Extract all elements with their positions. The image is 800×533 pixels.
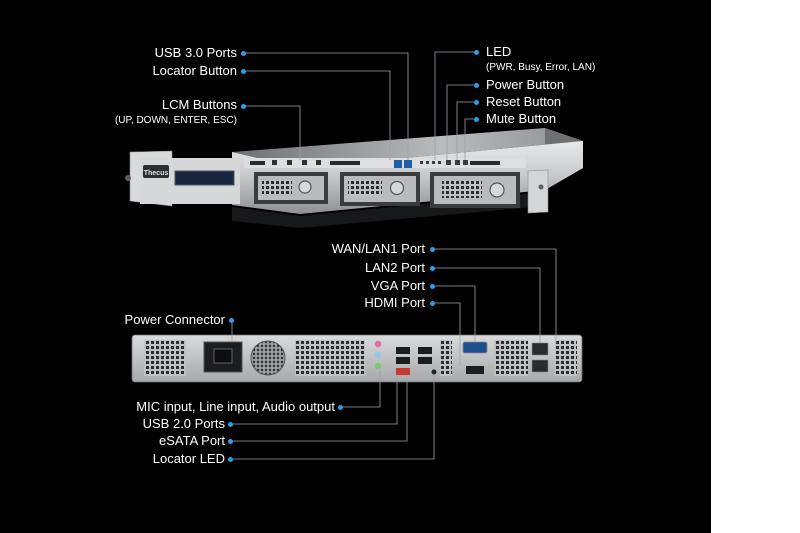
vga-port [462,341,488,354]
label-wan-lan1-port: WAN/LAN1 Port [331,241,425,256]
label-locator-led: Locator LED [152,451,225,466]
brand-logo [143,165,169,178]
callout-dot-usb20 [228,422,233,427]
leader-lines [230,51,557,460]
psu-fan [250,340,286,376]
locator-led [431,369,437,375]
label-reset-button: Reset Button [486,94,562,109]
front-panel: Thecus [125,128,583,228]
rack-ear-screw-left [125,175,131,181]
callout-dot-locator-led [228,457,233,462]
label-locator-button: Locator Button [152,63,237,78]
label-led: LED [486,44,512,59]
label-usb30-ports: USB 3.0 Ports [154,45,237,60]
label-lan2-port: LAN2 Port [365,260,425,275]
drive-bay-2 [340,172,420,206]
label-led-detail: (PWR, Busy, Error, LAN) [486,62,596,73]
lcm-buttons [272,160,321,165]
callout-dot-hdmi [430,301,435,306]
nas-diagram: Thecus [125,51,583,460]
rear-vent-left [144,340,186,376]
rack-ear-right [527,169,549,214]
esata-port [396,368,410,375]
callout-dot-lcm-buttons [241,104,246,109]
label-vga-port: VGA Port [370,278,425,293]
rear-vent-right-mid [440,340,452,376]
callout-dot-mute-button [474,117,479,122]
audio-jacks [374,340,382,370]
callout-dot-power-button [474,83,479,88]
callout-dot-wan-lan1 [430,247,435,252]
rack-ear-screw-right [538,184,544,190]
drive-bay-3 [430,172,520,208]
label-power-button: Power Button [486,77,565,92]
callout-dot-locator-button [241,69,246,74]
callout-dot-led [474,50,479,55]
rear-panel [131,334,583,383]
callout-dot-lan2 [430,266,435,271]
usb30-ports [394,160,412,168]
brand-logo-text: Thecus [144,170,169,177]
label-lcm-buttons: LCM Buttons [161,97,237,112]
label-power-connector: Power Connector [124,312,225,327]
rear-vent-mid [295,340,365,376]
callout-dot-usb30 [241,51,246,56]
diagram-stage: Thecus [0,0,711,533]
label-usb20-ports: USB 2.0 Ports [142,416,225,431]
status-leds [420,160,468,165]
lcd-display [174,170,235,186]
usb20-ports [396,347,432,364]
front-vent-slots [250,161,500,165]
label-mute-button: Mute Button [486,111,557,126]
power-inlet-socket [213,348,233,364]
front-vent-strip [244,158,526,168]
rear-vent-far-right [555,340,577,376]
lan-ports [531,342,549,373]
callout-dot-vga [430,284,435,289]
callout-dot-reset-button [474,100,479,105]
hdmi-port [466,366,484,374]
drive-bay-1 [254,172,328,204]
label-audio-jacks: MIC input, Line input, Audio output [136,399,335,414]
power-inlet [203,341,243,373]
callout-dot-power-connector [229,318,234,323]
callout-dot-esata [228,439,233,444]
rear-vent-right [494,340,528,376]
callout-dot-audio [338,405,343,410]
label-lcm-buttons-detail: (UP, DOWN, ENTER, ESC) [114,115,237,126]
label-hdmi-port: HDMI Port [364,295,425,310]
label-esata-port: eSATA Port [159,433,225,448]
